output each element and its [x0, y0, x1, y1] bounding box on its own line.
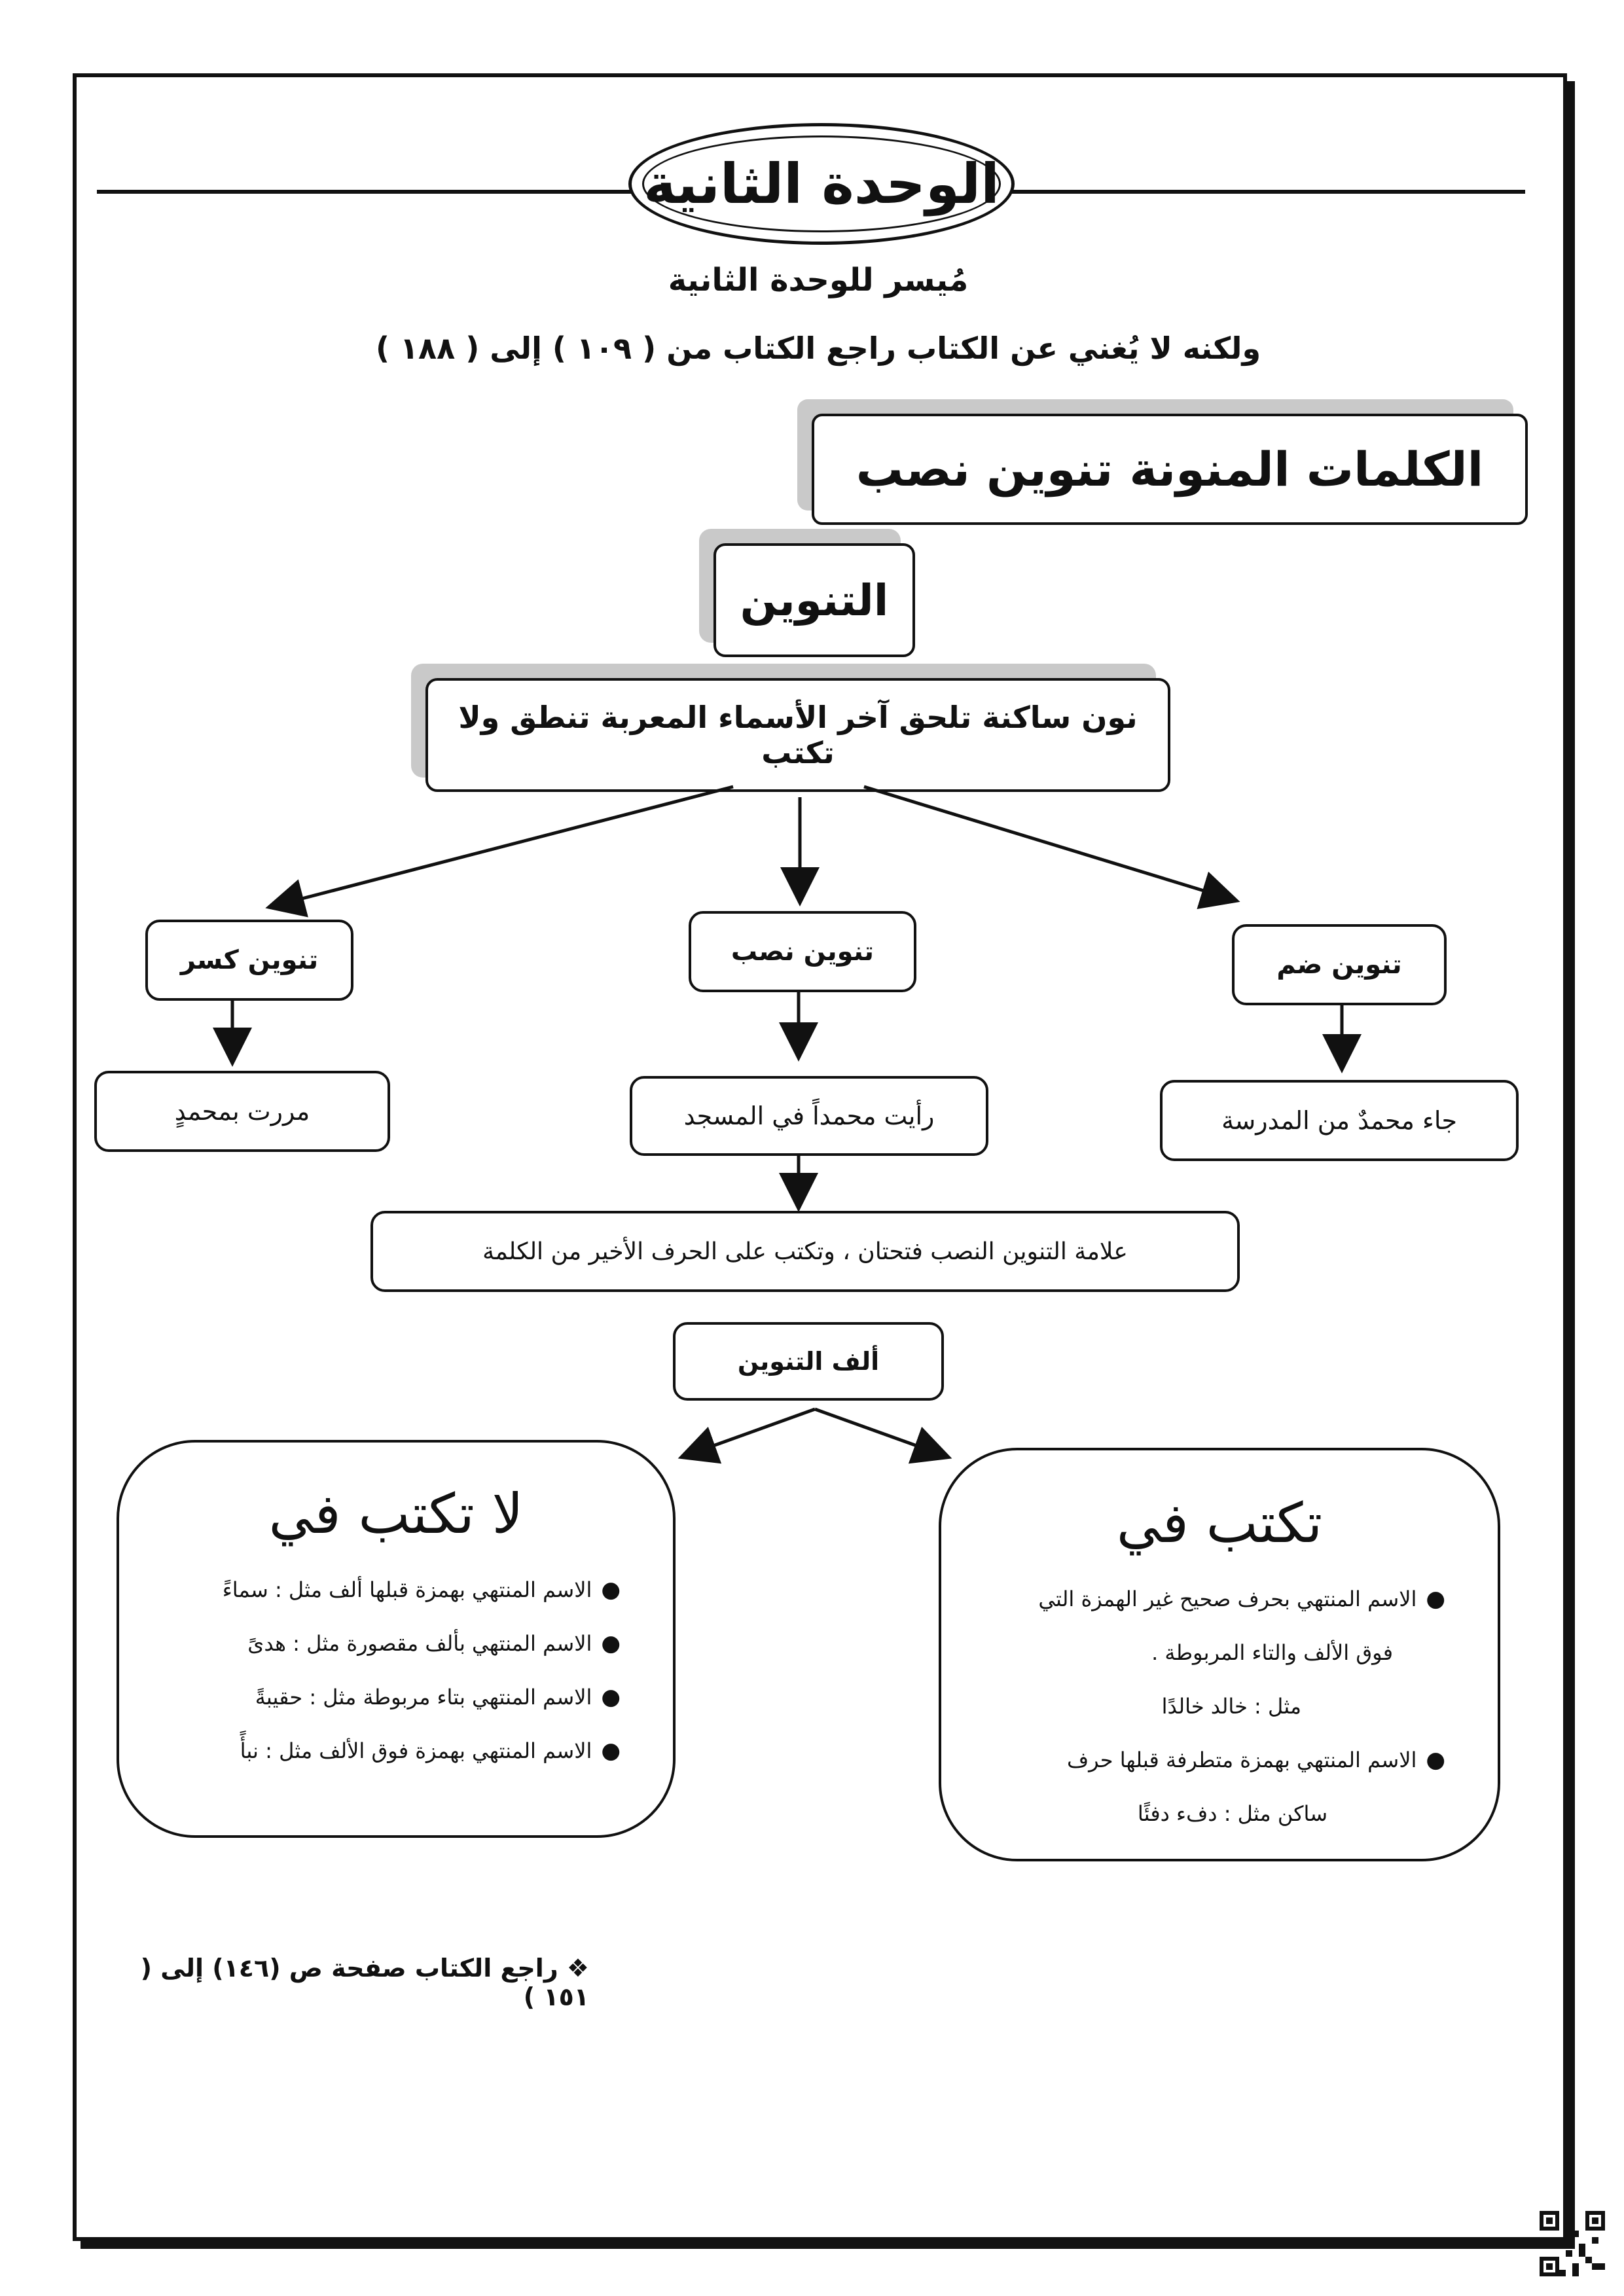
list-item: فوق الألف والتاء المربوطة . — [1151, 1640, 1393, 1665]
list-item: مثل : خالد خالدًا — [1161, 1694, 1301, 1719]
not-written-panel: لا تكتب في ●الاسم المنتهي بهمزة قبلها أل… — [117, 1440, 676, 1838]
branch-kasr-label: تنوين كسر — [180, 945, 319, 975]
branch-damm-label: تنوين ضم — [1276, 950, 1402, 980]
lesson-title: الكلمات المنونة تنوين نصب — [856, 442, 1484, 497]
example-kasr-box: مررت بمحمدٍ — [94, 1071, 390, 1152]
list-item: ●الاسم المنتهي بألف مقصورة مثل : هدىً — [247, 1630, 621, 1657]
unit-title: الوحدة الثانية — [643, 152, 1000, 216]
example-nasb-box: رأيت محمداً في المسجد — [630, 1076, 988, 1156]
not-written-title: لا تكتب في — [268, 1482, 524, 1546]
not-written-list: ●الاسم المنتهي بهمزة قبلها ألف مثل : سما… — [158, 1563, 621, 1778]
definition-text: نون ساكنة تلحق آخر الأسماء المعربة تنطق … — [458, 700, 1138, 770]
nasb-mark-text: علامة التنوين النصب فتحتان ، وتكتب على ا… — [482, 1238, 1128, 1265]
list-item: ●الاسم المنتهي بهمزة فوق الألف مثل : نبأ… — [240, 1738, 621, 1764]
qr-code-icon — [1540, 2211, 1605, 2276]
branch-kasr-box: تنوين كسر — [145, 920, 353, 1001]
header-rule-right — [1001, 190, 1525, 194]
root-label: التنوين — [740, 575, 889, 626]
unit-title-badge: الوحدة الثانية — [628, 123, 1015, 245]
written-panel: تكتب في ●الاسم المنتهي بحرف صحيح غير اله… — [939, 1448, 1500, 1861]
branch-nasb-box: تنوين نصب — [689, 911, 916, 992]
alif-box: ألف التنوين — [673, 1322, 944, 1401]
example-nasb-text: رأيت محمداً في المسجد — [683, 1102, 935, 1130]
example-kasr-text: مررت بمحمدٍ — [174, 1097, 310, 1126]
subtitle: مُيسر للوحدة الثانية — [668, 262, 969, 298]
nasb-mark-box: علامة التنوين النصب فتحتان ، وتكتب على ا… — [370, 1211, 1240, 1292]
definition-box: نون ساكنة تلحق آخر الأسماء المعربة تنطق … — [425, 678, 1170, 792]
branch-damm-box: تنوين ضم — [1232, 924, 1447, 1005]
alif-label: ألف التنوين — [737, 1347, 880, 1376]
book-reference-note: ولكنه لا يُغني عن الكتاب راجع الكتاب من … — [375, 331, 1261, 366]
list-item: ●الاسم المنتهي بحرف صحيح غير الهمزة التي — [1038, 1586, 1445, 1612]
list-item: ●الاسم المنتهي بهمزة قبلها ألف مثل : سما… — [222, 1577, 621, 1603]
header-rule-left — [97, 190, 634, 194]
footer-reference: ❖ راجع الكتاب صفحة ص (١٤٦) إلى ( ١٥١ ) — [140, 1954, 589, 2011]
page-frame — [73, 73, 1567, 2241]
list-item: ●الاسم المنتهي بهمزة متطرفة قبلها حرف — [1066, 1747, 1445, 1773]
branch-nasb-label: تنوين نصب — [731, 937, 875, 967]
list-item: ●الاسم المنتهي بتاء مربوطة مثل : حقيبةً — [255, 1684, 621, 1710]
lesson-title-box: الكلمات المنونة تنوين نصب — [812, 414, 1528, 525]
list-item: ساكن مثل : دفء دفئًا — [1137, 1801, 1327, 1826]
example-damm-text: جاء محمدٌ من المدرسة — [1221, 1106, 1457, 1135]
example-damm-box: جاء محمدٌ من المدرسة — [1160, 1080, 1519, 1161]
written-title: تكتب في — [1116, 1491, 1323, 1555]
root-box: التنوين — [713, 543, 915, 657]
written-list: ●الاسم المنتهي بحرف صحيح غير الهمزة التي… — [987, 1572, 1445, 1840]
